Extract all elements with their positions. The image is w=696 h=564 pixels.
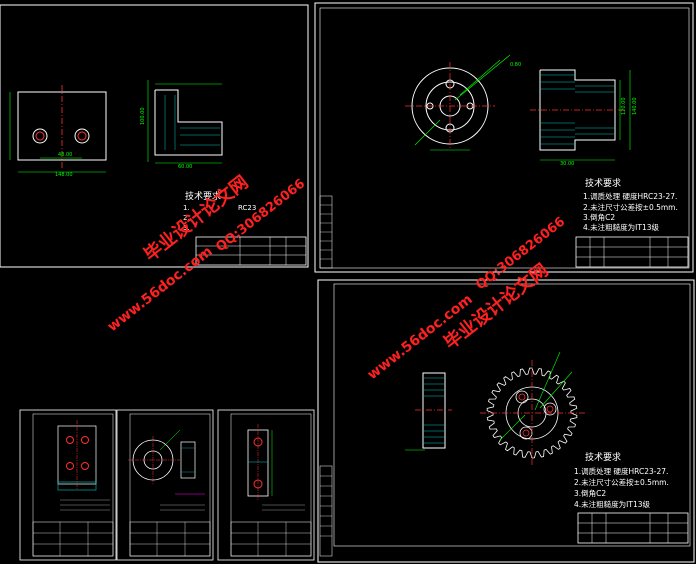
tech-line: 1.调质处理 硬度HRC23-27.: [583, 191, 677, 201]
gear-hole: [519, 426, 533, 440]
tech-line: 4.未注粗糙度为IT13级: [583, 222, 659, 232]
watermark-group-2: 毕业设计论文网 www.56doc.com QQ:306826066: [365, 214, 569, 383]
tech-line: 3.倒角C2: [574, 488, 606, 498]
title-block: [577, 512, 689, 544]
side-table: [319, 195, 333, 269]
dim-text: 120.00: [621, 98, 627, 116]
dim-text: 60.00: [178, 164, 192, 170]
tech-line: 3.倒角C2: [583, 212, 615, 222]
tech-requirements-title: 技术要求: [185, 190, 221, 202]
tech-line-partial: RC23: [238, 204, 256, 212]
tech-line: 1.调质处理 硬度HRC23-27.: [574, 466, 668, 476]
tech-requirements-title: 技术要求: [585, 451, 621, 463]
tech-line: 2.未注尺寸公差按±0.5mm.: [574, 477, 669, 487]
gear-hole: [515, 390, 529, 404]
tech-line: 1.: [183, 204, 190, 212]
gear-hole: [518, 393, 526, 401]
gear-hole: [543, 402, 557, 416]
tech-line: 3.: [183, 224, 190, 232]
gear-hole: [546, 405, 554, 413]
side-table: [319, 465, 333, 557]
sheet-small-3: [217, 409, 315, 561]
dim-text: 48.00: [58, 152, 72, 158]
title-block: [195, 236, 307, 266]
sheet-top-left: 48.00 148.00 60.00 100.00 技术要求 1. RC23 2…: [0, 4, 309, 268]
tech-requirements-title: 技术要求: [585, 177, 621, 189]
dim-text: 30.00: [560, 161, 574, 167]
dim-text: 148.00: [55, 172, 73, 178]
title-block: [575, 236, 689, 268]
sheet-top-right: 0.80 30.00 120.00 140.00 技术要求 1.调质处理 硬度H…: [314, 2, 694, 273]
tech-line: 2.未注尺寸公差按±0.5mm.: [583, 202, 678, 212]
dim-text: 140.00: [632, 98, 638, 116]
tech-line: 2.: [183, 214, 190, 222]
sheet-bottom-right: 技术要求 1.调质处理 硬度HRC23-27. 2.未注尺寸公差按±0.5mm.…: [317, 279, 695, 563]
sheet-small-1: [19, 409, 117, 561]
dim-text: 100.00: [140, 108, 146, 126]
tech-line: 4.未注粗糙度为IT13级: [574, 499, 650, 509]
sheet-small-2: [116, 409, 214, 561]
gear-hole: [522, 429, 530, 437]
dim-text: 0.80: [510, 62, 521, 68]
